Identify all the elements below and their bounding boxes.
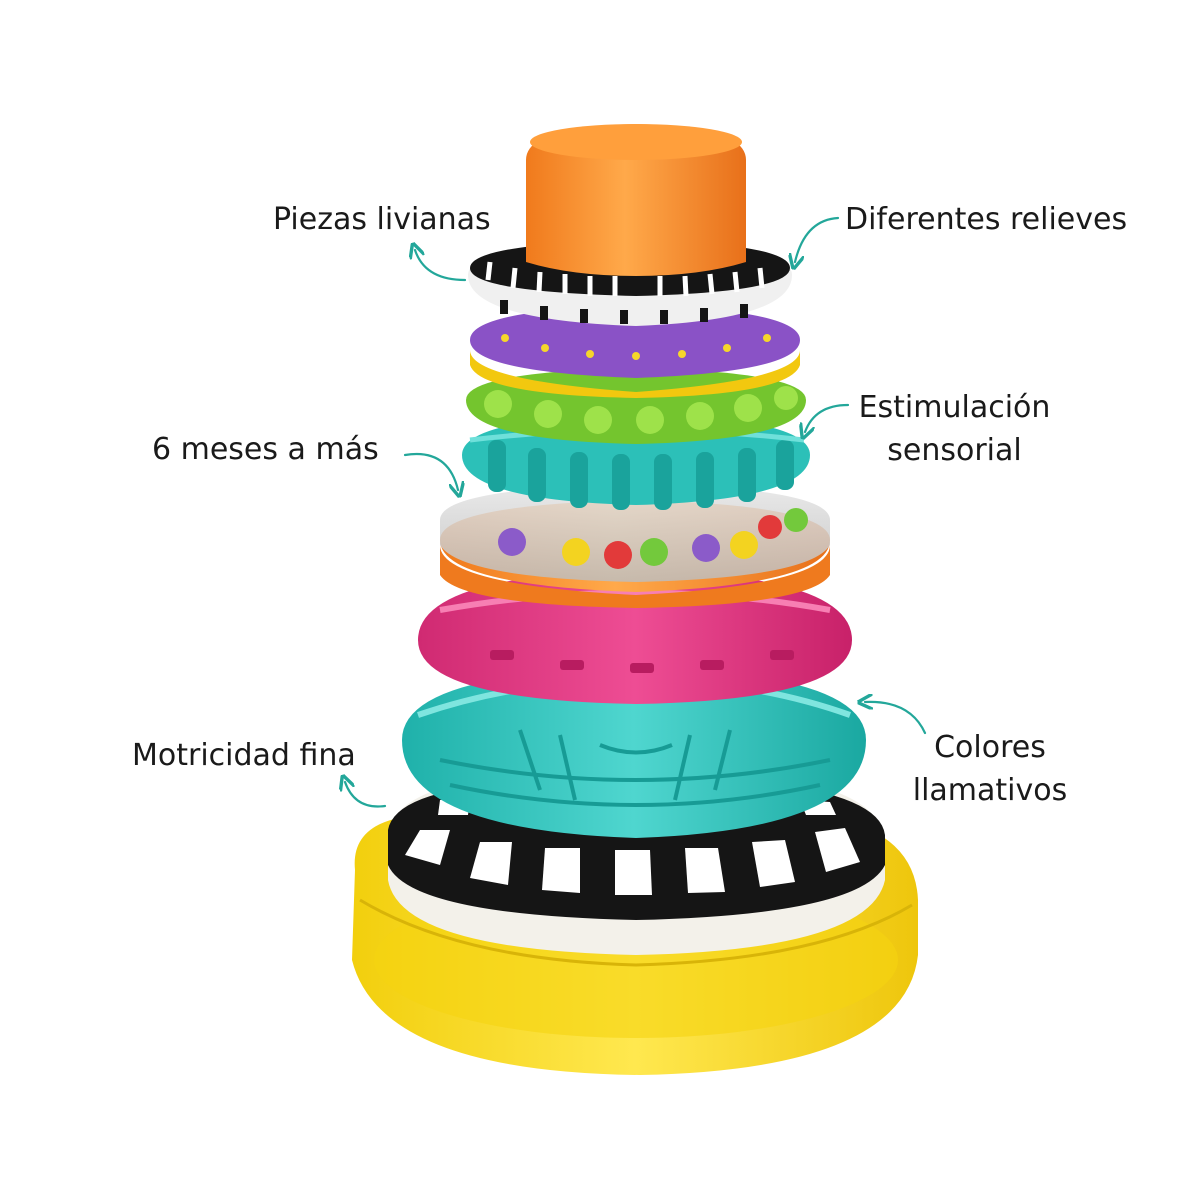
purple-ring: [470, 305, 800, 398]
curved-arrow-icon: [403, 452, 458, 490]
label-line: Estimulación: [858, 390, 1051, 425]
label-line: Colores: [934, 730, 1046, 765]
rattle-ring: [440, 484, 830, 608]
label-motricidad-fina: Motricidad fina: [132, 738, 356, 773]
label-colores-llamativos: Colores llamativos: [902, 726, 1078, 812]
label-6-meses: 6 meses a más: [152, 432, 379, 467]
label-line: llamativos: [912, 773, 1068, 808]
label-diferentes-relieves: Diferentes relieves: [845, 202, 1128, 237]
curved-arrow-icon: [805, 403, 850, 432]
label-piezas-livianas: Piezas livianas: [273, 202, 491, 237]
curved-arrow-icon: [865, 702, 927, 735]
label-line: sensorial: [887, 433, 1022, 468]
magenta-ring: [418, 570, 852, 704]
curved-arrow-icon: [795, 216, 840, 262]
orange-cap: [526, 124, 746, 276]
label-estimulacion-sensorial: Estimulación sensorial: [852, 386, 1057, 472]
curved-arrow-icon: [415, 250, 467, 282]
curved-arrow-icon: [345, 782, 387, 808]
